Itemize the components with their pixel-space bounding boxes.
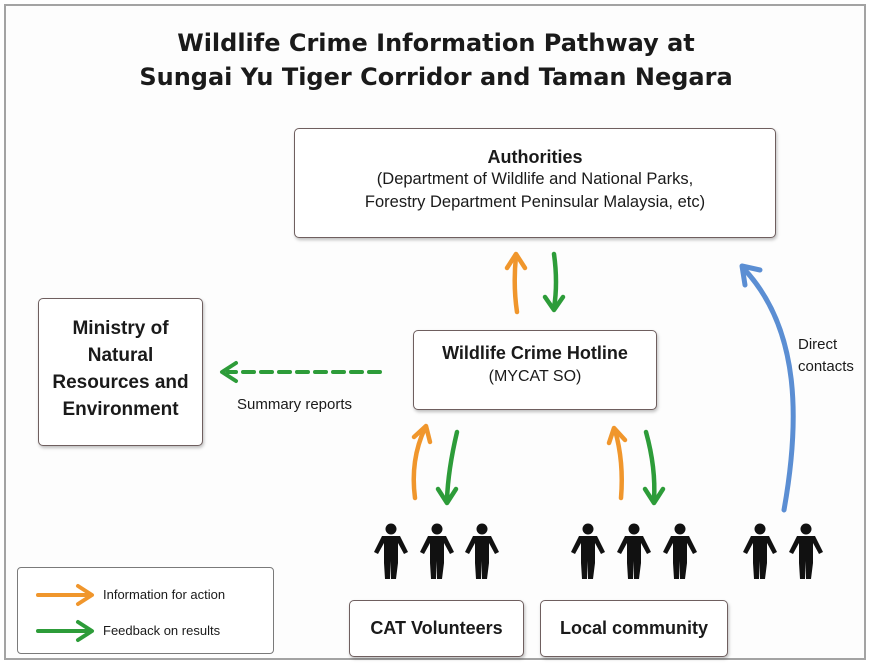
person-icon — [571, 523, 605, 579]
diagram-title: Wildlife Crime Information Pathway at Su… — [0, 26, 872, 94]
title-line-1: Wildlife Crime Information Pathway at — [177, 29, 695, 57]
authorities-line-2: Forestry Department Peninsular Malaysia,… — [364, 193, 706, 211]
local-community-box: Local community — [540, 600, 728, 657]
ministry-line-1: Ministry of — [72, 318, 169, 339]
arrow-up-icon — [504, 251, 528, 315]
arrow-down-icon — [542, 251, 566, 313]
hotline-box: Wildlife Crime Hotline (MYCAT SO) — [413, 330, 657, 410]
ministry-line-2: Natural — [87, 345, 154, 366]
direct-contacts-label: Direct contacts — [798, 334, 854, 378]
legend-row-info: Information for action — [18, 580, 275, 610]
ministry-box: Ministry of Natural Resources and Enviro… — [38, 298, 203, 446]
curved-arrow-icon — [739, 263, 796, 513]
title-line-2: Sungai Yu Tiger Corridor and Taman Negar… — [139, 63, 733, 91]
authorities-line-1: (Department of Wildlife and National Par… — [376, 170, 694, 188]
legend-info-label: Information for action — [103, 587, 226, 602]
arrow-down-icon — [642, 429, 666, 506]
legend-feedback-label: Feedback on results — [103, 623, 221, 638]
cat-volunteers-box: CAT Volunteers — [349, 600, 524, 657]
arrow-up-icon — [606, 425, 628, 501]
person-icon — [663, 523, 697, 579]
hotline-heading: Wildlife Crime Hotline — [442, 343, 628, 363]
person-icon — [465, 523, 499, 579]
summary-reports-label: Summary reports — [237, 396, 353, 413]
person-icon — [743, 523, 777, 579]
person-icon — [374, 523, 408, 579]
arrow-up-icon — [411, 423, 433, 501]
direct-contacts-line-1: Direct — [798, 336, 838, 353]
arrow-left-dashed-icon — [220, 361, 382, 383]
authorities-box: Authorities (Department of Wildlife and … — [294, 128, 776, 238]
direct-contacts-line-2: contacts — [798, 358, 854, 375]
legend-row-feedback: Feedback on results — [18, 616, 275, 646]
person-icon — [420, 523, 454, 579]
authorities-heading: Authorities — [487, 147, 583, 167]
orange-arrow-icon — [36, 584, 94, 606]
person-icon — [789, 523, 823, 579]
arrow-down-icon — [435, 429, 460, 506]
ministry-line-3: Resources and — [52, 372, 189, 393]
hotline-sub: (MYCAT SO) — [488, 368, 582, 385]
ministry-line-4: Environment — [62, 399, 179, 420]
person-icon — [617, 523, 651, 579]
green-arrow-icon — [36, 620, 94, 642]
legend: Information for action Feedback on resul… — [17, 567, 274, 654]
